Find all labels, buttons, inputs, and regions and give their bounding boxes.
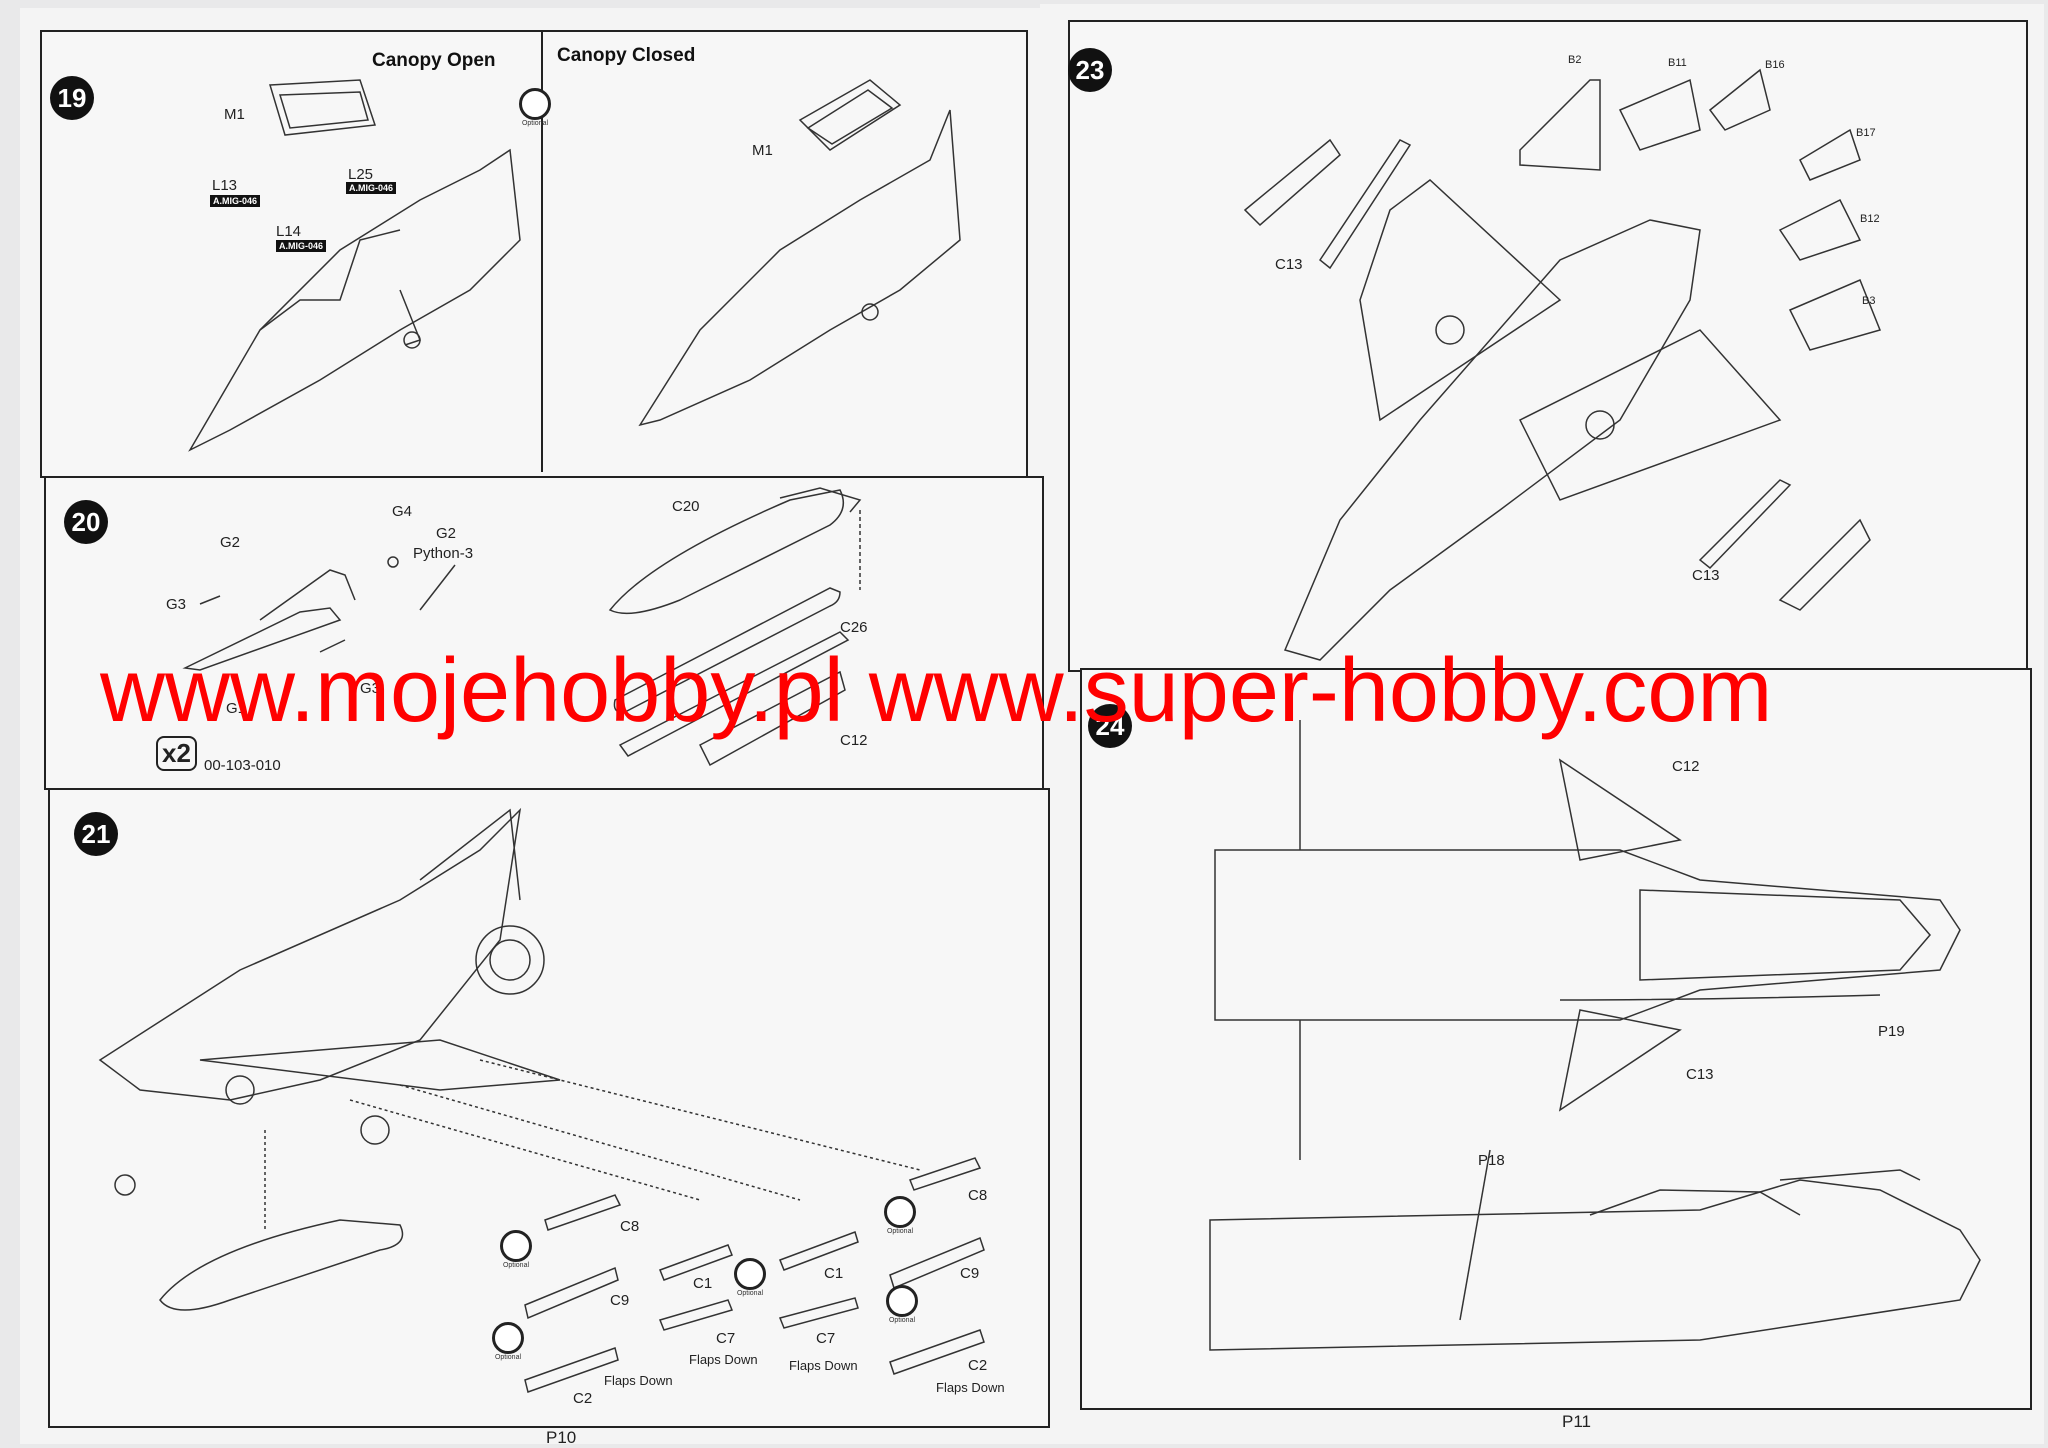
part-b11: B11 xyxy=(1668,57,1687,69)
part-b16: B16 xyxy=(1765,59,1785,71)
part-b12: B12 xyxy=(1860,213,1880,225)
part-l25-badge: A.MIG-046 xyxy=(346,182,397,194)
part-c13-top: C13 xyxy=(1275,256,1303,273)
part-c1-a: C1 xyxy=(693,1275,713,1292)
part-c20: C20 xyxy=(672,498,700,515)
part-c13-bottom: C13 xyxy=(1692,567,1720,584)
part-c9-a: C9 xyxy=(610,1292,630,1309)
part-code: 00-103-010 xyxy=(204,757,281,774)
flaps-down-3: Flaps Down xyxy=(789,1358,858,1373)
watermark-text: www.mojehobby.pl www.super-hobby.com xyxy=(100,641,1773,741)
part-c1-b: C1 xyxy=(824,1265,844,1282)
part-l14-badge: A.MIG-046 xyxy=(276,240,327,252)
part-m1-open: M1 xyxy=(224,106,245,123)
part-l25: L25 xyxy=(348,166,374,183)
part-b2: B2 xyxy=(1568,54,1582,66)
flaps-down-2: Flaps Down xyxy=(689,1352,758,1367)
part-g2-right: G2 xyxy=(436,525,457,542)
page-number-right: P11 xyxy=(1562,1412,1591,1431)
part-m1-closed: M1 xyxy=(752,142,773,159)
part-c12: C12 xyxy=(840,732,868,749)
canopy-closed-heading: Canopy Closed xyxy=(557,45,696,66)
part-c9-b: C9 xyxy=(960,1265,980,1282)
part-c13-24: C13 xyxy=(1686,1066,1714,1083)
part-g3-left: G3 xyxy=(166,596,187,613)
optional-icon-19: Optional xyxy=(513,88,557,127)
part-python-3: Python-3 xyxy=(413,545,474,562)
part-c2-a: C2 xyxy=(573,1390,593,1407)
optional-icon-21b: Optional xyxy=(728,1258,772,1297)
step-20-number: 20 xyxy=(64,500,108,544)
flaps-down-4: Flaps Down xyxy=(936,1380,1005,1395)
part-l13-badge: A.MIG-046 xyxy=(210,195,261,207)
part-g3-bottom: G3 xyxy=(360,680,381,697)
part-b17: B17 xyxy=(1856,127,1876,139)
part-g4: G4 xyxy=(392,503,413,520)
optional-icon-21d: Optional xyxy=(880,1285,924,1324)
part-b3: B3 xyxy=(1862,295,1876,307)
qty-x2: x2 xyxy=(156,736,197,771)
panel-step-20 xyxy=(44,476,1044,790)
part-l14: L14 xyxy=(276,223,302,240)
part-c8-a: C8 xyxy=(620,1218,640,1235)
step-24-number: 24 xyxy=(1088,704,1132,748)
step-23-number: 23 xyxy=(1068,48,1112,92)
page-number-left: P10 xyxy=(546,1428,577,1447)
part-l13: L13 xyxy=(212,177,238,194)
part-g1: G1 xyxy=(226,700,247,717)
part-g2-top: G2 xyxy=(220,534,241,551)
flaps-down-1: Flaps Down xyxy=(604,1373,673,1388)
optional-icon-21c: Optional xyxy=(878,1196,922,1235)
part-p18: P18 xyxy=(1478,1152,1505,1169)
part-c12-24: C12 xyxy=(1672,758,1700,775)
part-c8-b: C8 xyxy=(968,1187,988,1204)
step-21-number: 21 xyxy=(74,812,118,856)
part-c2-b: C2 xyxy=(968,1357,988,1374)
optional-icon-21e: Optional xyxy=(486,1322,530,1361)
panel-step-24 xyxy=(1080,668,2032,1410)
part-c7-a: C7 xyxy=(716,1330,736,1347)
step-19-number: 19 xyxy=(50,76,94,120)
part-c7-b: C7 xyxy=(816,1330,836,1347)
canopy-open-heading: Canopy Open xyxy=(372,50,496,71)
panel-step-21 xyxy=(48,788,1050,1428)
part-p19: P19 xyxy=(1878,1023,1905,1040)
optional-icon-21a: Optional xyxy=(494,1230,538,1269)
part-c26: C26 xyxy=(840,619,868,636)
